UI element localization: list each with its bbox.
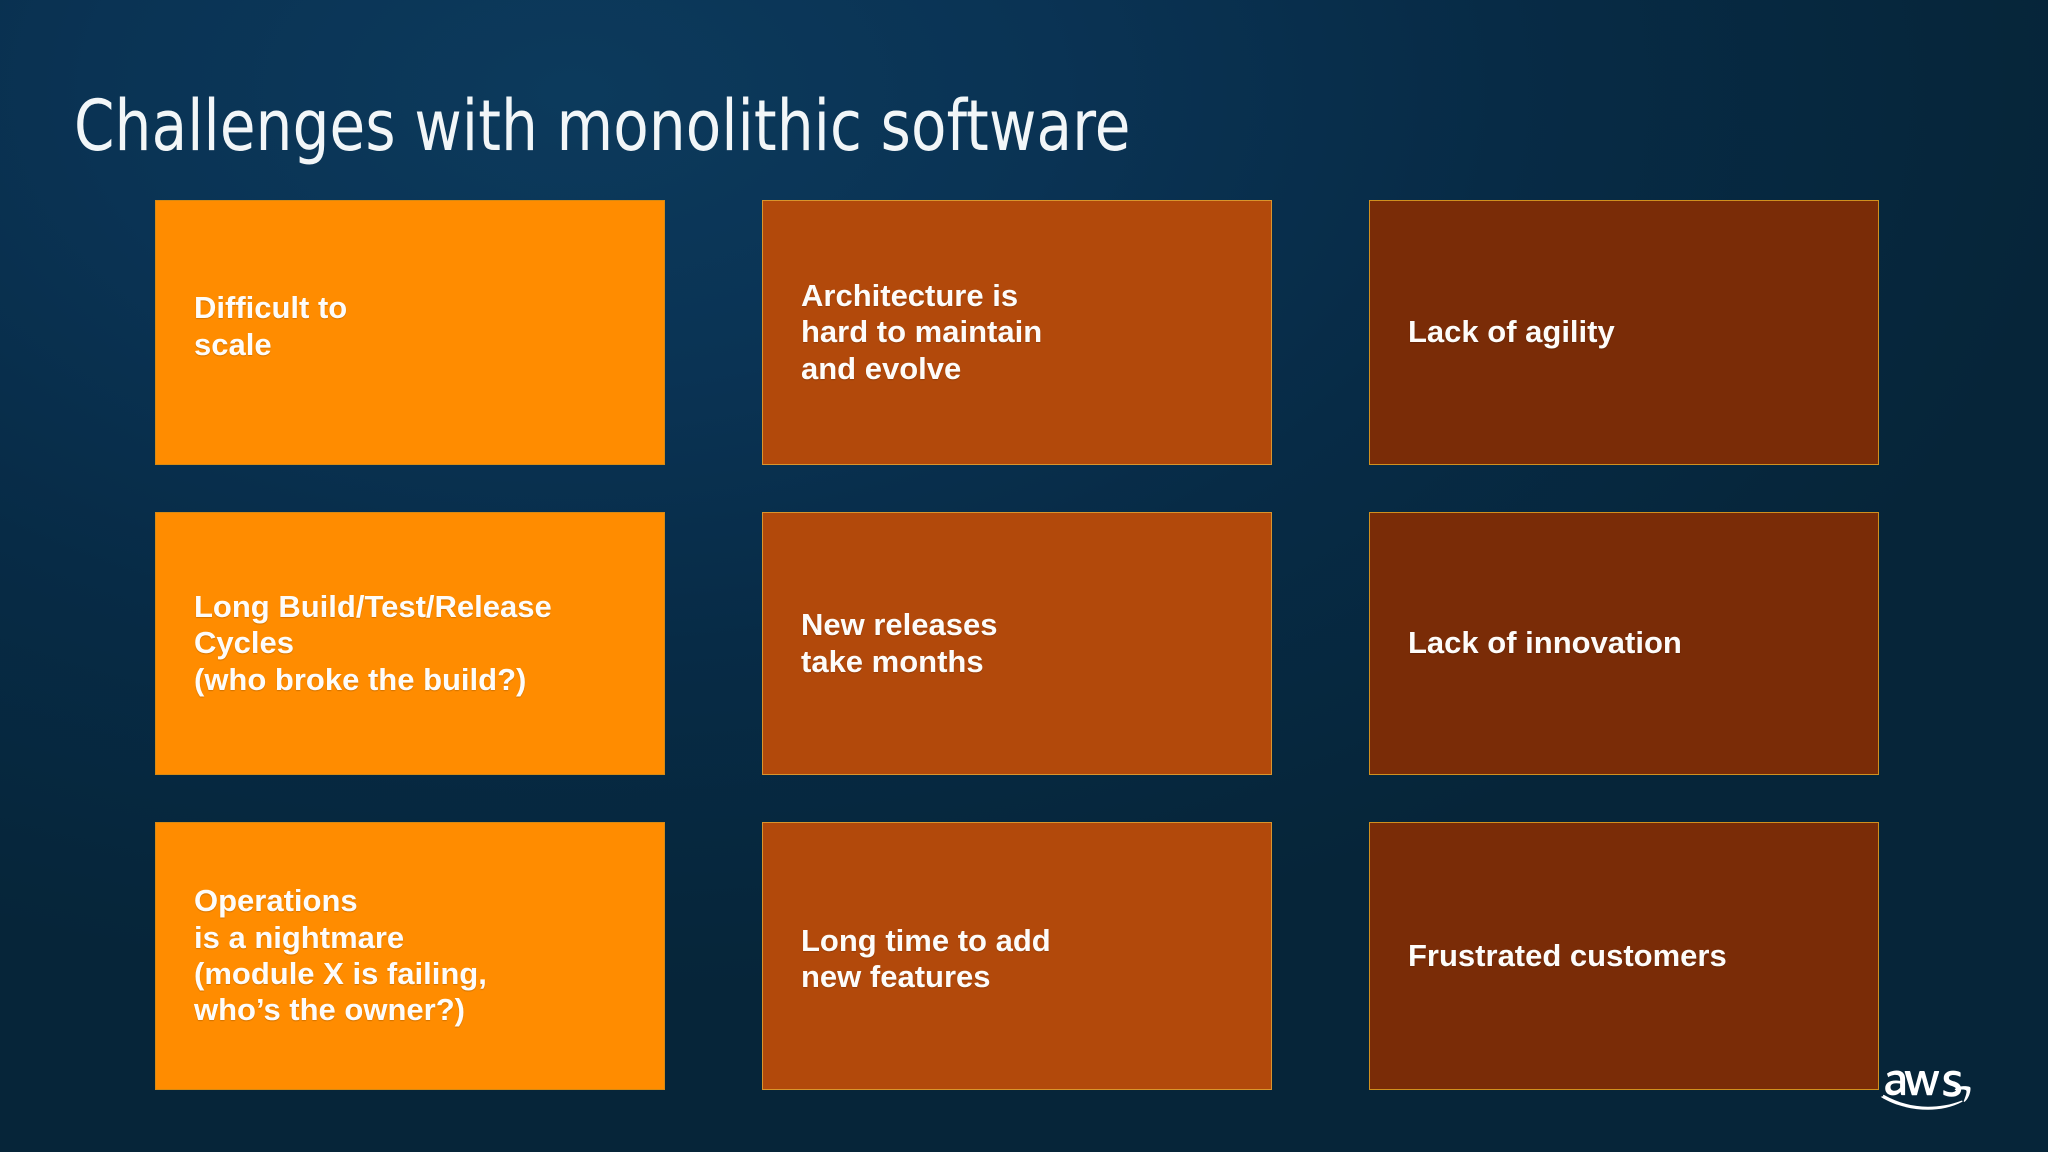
card-lack-of-innovation[interactable]: Lack of innovation	[1369, 512, 1879, 775]
aws-logo	[1876, 1048, 2004, 1116]
card-operations-nightmare[interactable]: Operations is a nightmare (module X is f…	[155, 822, 665, 1090]
card-architecture-maintain[interactable]: Architecture is hard to maintain and evo…	[762, 200, 1272, 465]
card-label: Lack of innovation	[1408, 625, 1682, 661]
card-label: Long time to add new features	[801, 922, 1051, 994]
card-lack-of-agility[interactable]: Lack of agility	[1369, 200, 1879, 465]
card-label: Frustrated customers	[1408, 937, 1727, 973]
card-frustrated-customers[interactable]: Frustrated customers	[1369, 822, 1879, 1090]
page-title: Challenges with monolithic software	[74, 84, 1131, 167]
card-label: Operations is a nightmare (module X is f…	[194, 883, 487, 1028]
card-label: New releases take months	[801, 607, 998, 679]
card-label: Difficult to scale	[194, 290, 348, 362]
card-long-time-new-features[interactable]: Long time to add new features	[762, 822, 1272, 1090]
card-difficult-to-scale[interactable]: Difficult to scale	[155, 200, 665, 465]
card-label: Lack of agility	[1408, 314, 1615, 350]
challenge-card-grid: Difficult to scale Architecture is hard …	[155, 200, 1890, 1090]
card-long-build-test-release[interactable]: Long Build/Test/Release Cycles (who brok…	[155, 512, 665, 775]
card-label: Long Build/Test/Release Cycles (who brok…	[194, 589, 552, 697]
card-new-releases-take-months[interactable]: New releases take months	[762, 512, 1272, 775]
card-label: Architecture is hard to maintain and evo…	[801, 278, 1043, 386]
